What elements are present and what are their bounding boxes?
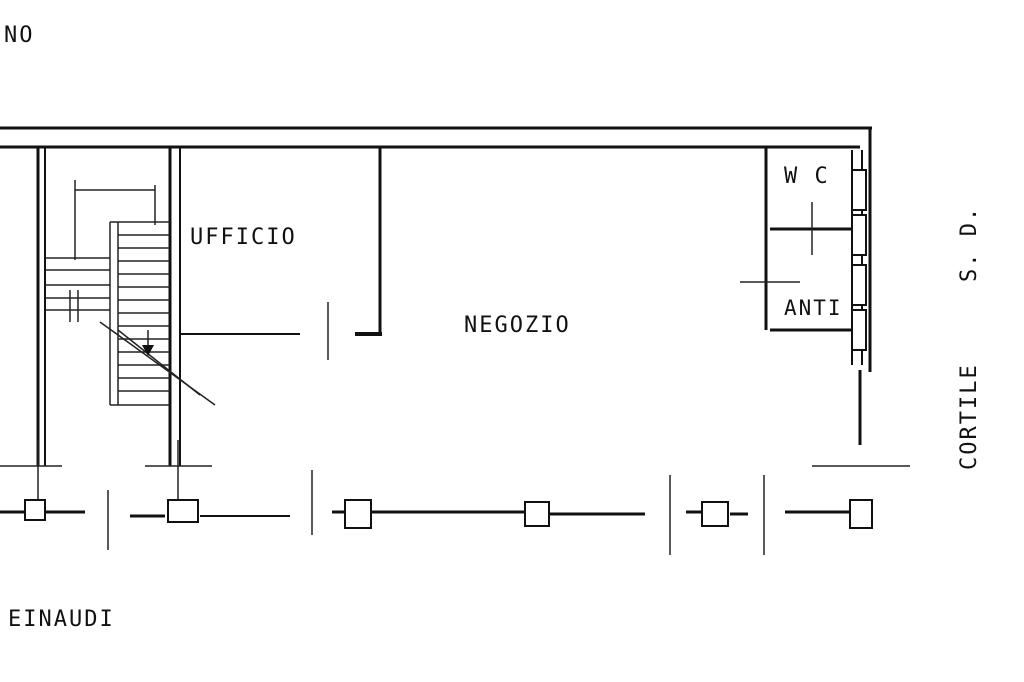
staircase bbox=[45, 180, 216, 406]
label-anti: ANTI bbox=[784, 296, 843, 320]
front-facade bbox=[0, 440, 910, 555]
label-negozio: NEGOZIO bbox=[464, 313, 571, 338]
label-wc: W C bbox=[784, 164, 830, 189]
label-cortile: CORTILE bbox=[957, 363, 982, 470]
label-street: EINAUDI bbox=[8, 607, 115, 632]
outer-walls bbox=[0, 126, 872, 445]
label-sd: S. D. bbox=[957, 206, 982, 282]
label-top-left: NO bbox=[4, 23, 35, 48]
interior-walls bbox=[36, 147, 863, 466]
label-ufficio: UFFICIO bbox=[190, 225, 297, 250]
facade-windows bbox=[24, 169, 873, 529]
